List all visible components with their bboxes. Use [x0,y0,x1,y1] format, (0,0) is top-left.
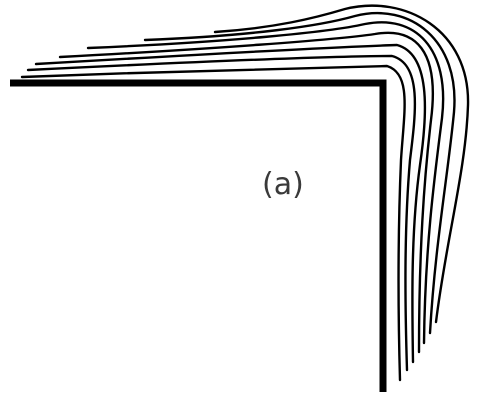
corner-edge [10,79,387,392]
panel-label: (a) [262,167,304,202]
fold-line-3 [34,43,427,364]
fold-line-5 [86,21,445,345]
curved-fold-lines [20,4,470,382]
fold-line-2 [26,54,417,372]
fold-line-7 [213,4,470,324]
fold-line-1 [20,64,406,382]
fold-line-6 [143,11,456,335]
fold-line-4 [58,31,435,354]
